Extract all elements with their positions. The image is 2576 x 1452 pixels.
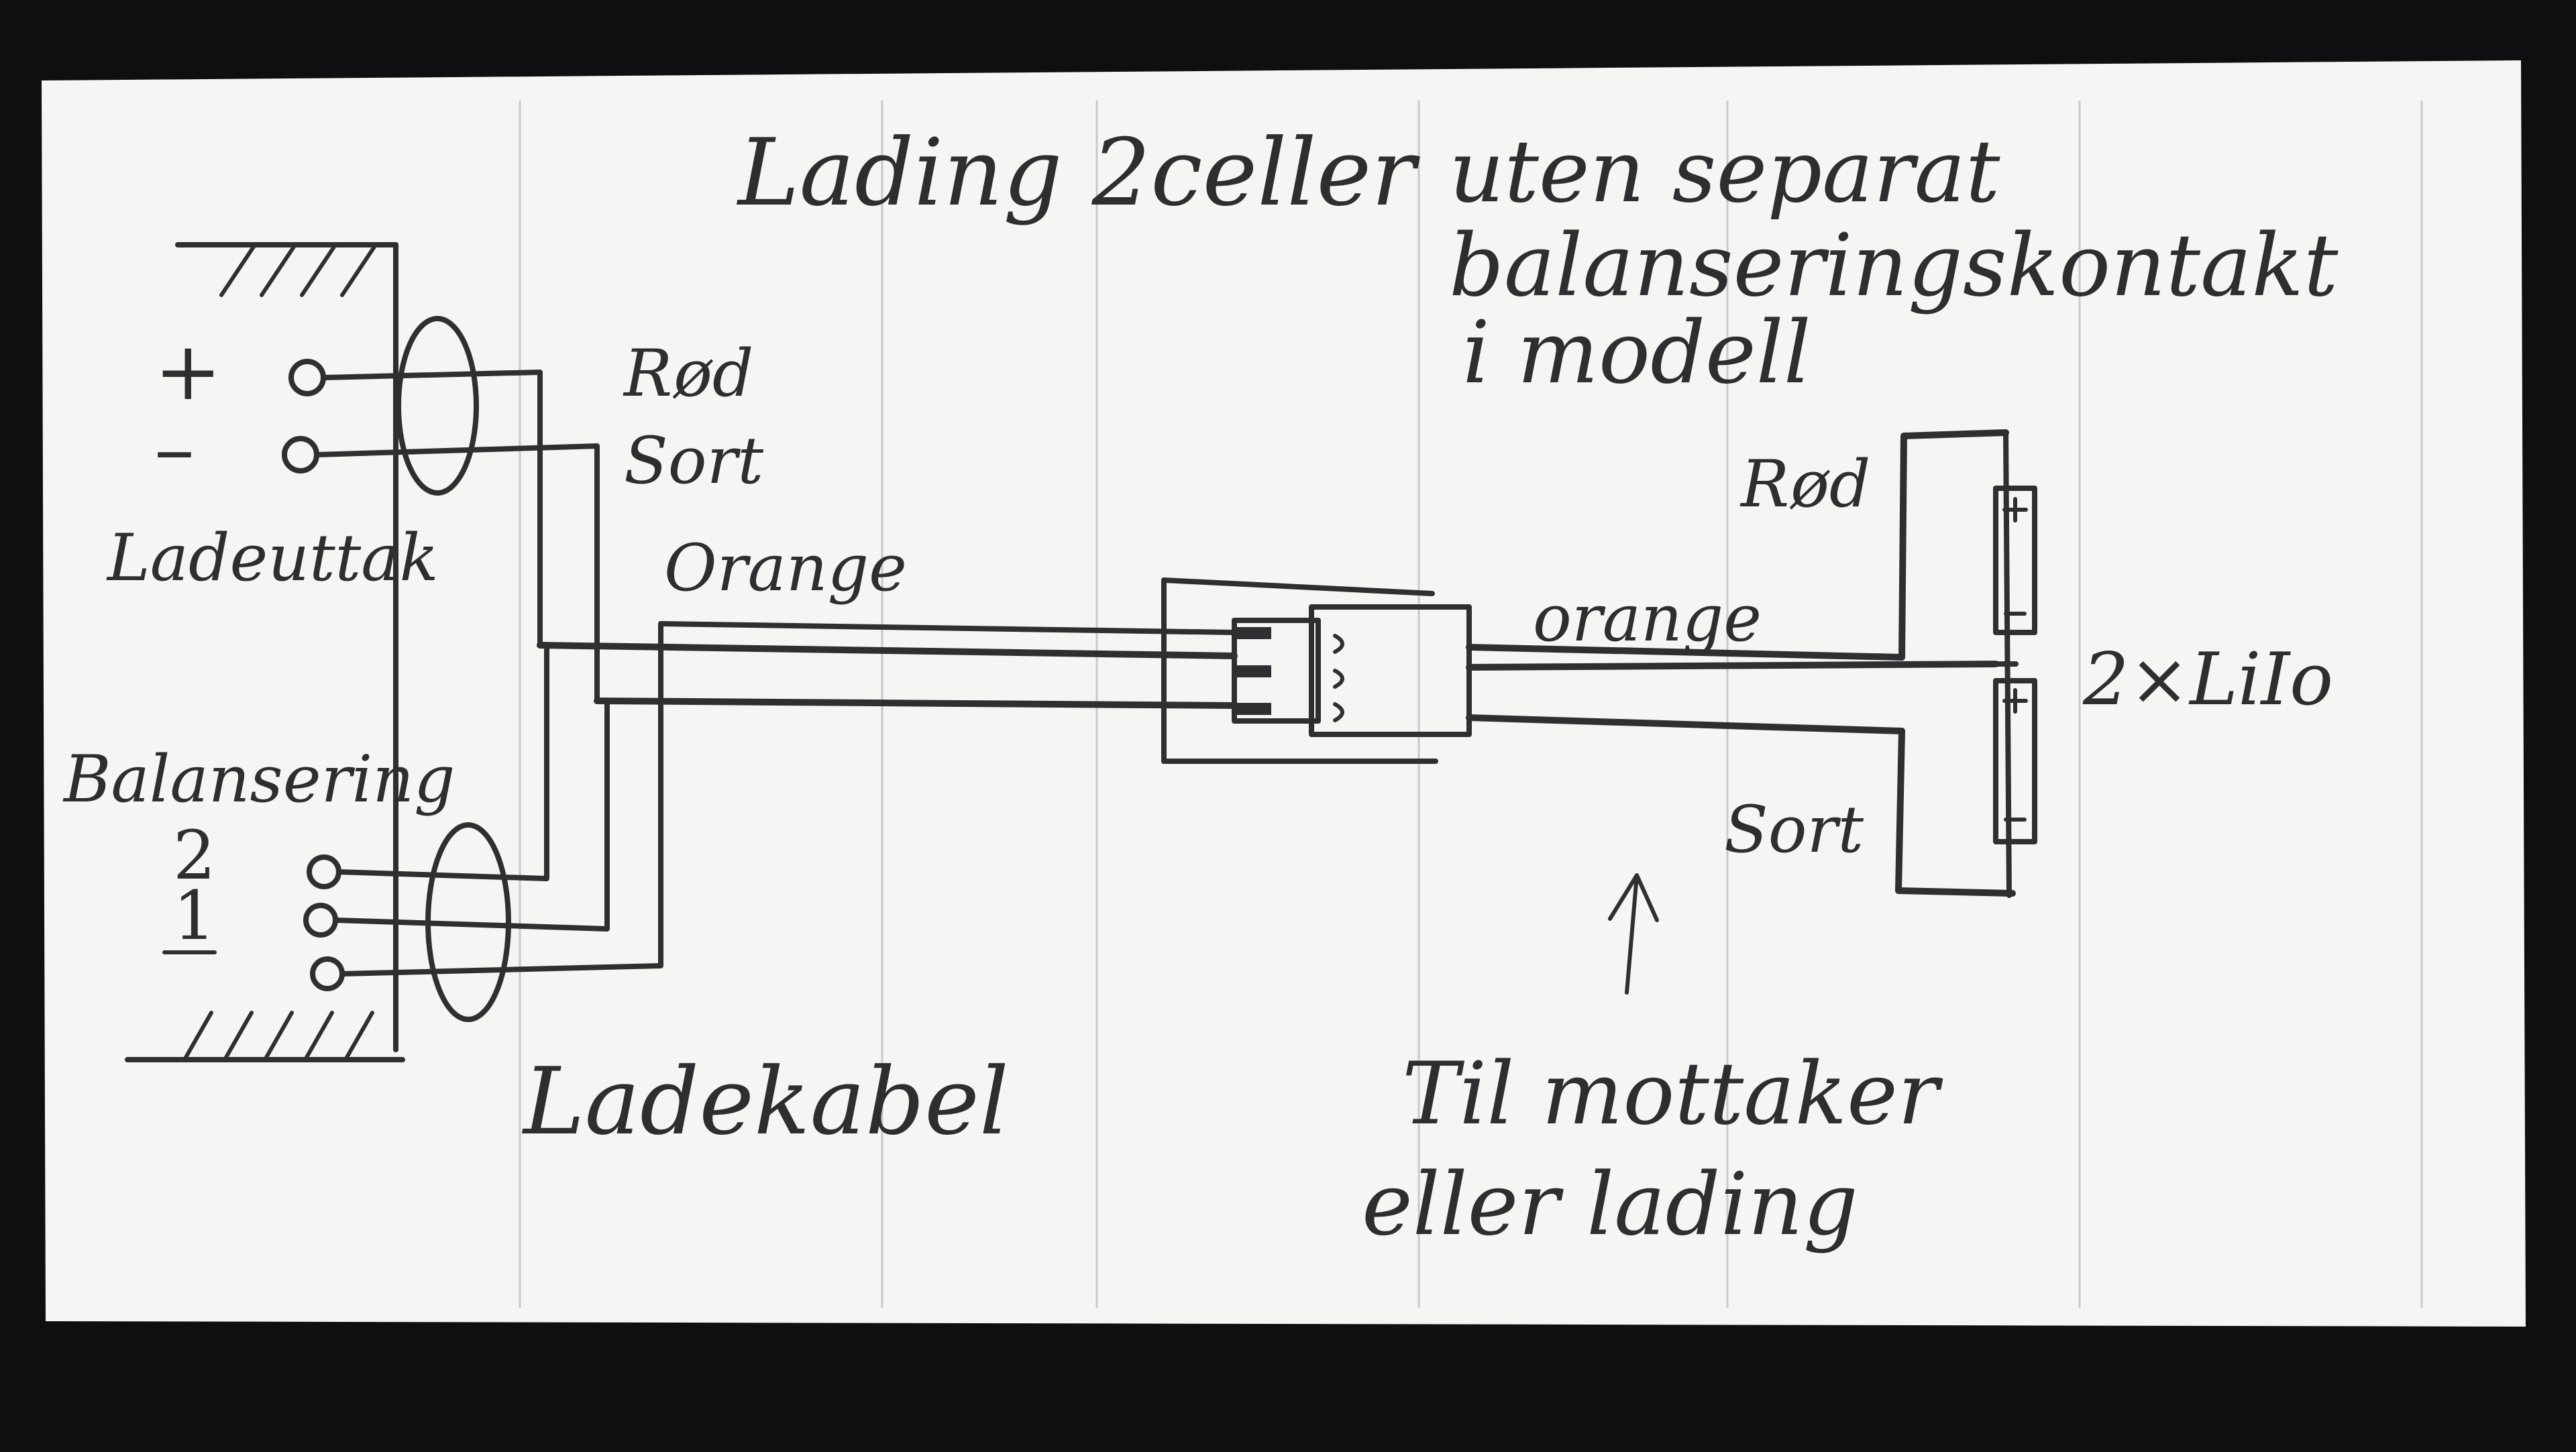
note-line-3: i modell [1462,303,1811,403]
plug-pin-2 [1234,665,1271,677]
plug-pin-3 [1234,703,1271,715]
plug-pin-1 [1234,627,1271,639]
cable-bundle [537,621,1238,709]
balance-number-2: 2 [173,816,216,895]
plug-connector [1161,577,1438,764]
main-plug-outline [396,316,479,496]
battery-cell-upper [1993,486,2037,635]
wire-label-black-left: Sort [624,423,763,498]
wire-label-red-right: Rød [1739,447,1870,522]
wire-label-black-right: Sort [1724,792,1864,867]
wire-label-orange-left: Orange [664,530,907,606]
minus-sign: – [154,402,195,496]
charger-leads [314,370,663,976]
plus-sign: + [154,325,222,418]
battery-label: 2×LiIo [2082,638,2333,722]
wire-label-red-left: Rød [623,336,753,411]
paper-sheet [42,60,2526,1327]
charger-port-label: Ladeuttak [106,520,439,596]
receiver-line-2: eller lading [1362,1155,1858,1255]
balance-number-1: 1 [173,877,216,955]
battery-cell-lower [1993,678,2037,844]
diagram-title: Lading 2celler [736,119,1420,227]
balance-label: Balansering [62,742,455,817]
receiver-arrow [1608,873,1659,995]
wire-label-orange-right: orange [1533,581,1762,656]
cable-label: Ladekabel [521,1048,1009,1156]
note-line-1: uten separat [1449,122,2000,222]
charger-boundary [125,242,405,1062]
battery-leads [1466,644,1999,734]
receiver-line-1: Til mottaker [1402,1044,1943,1144]
note-line-2: balanseringskontakt [1449,216,2339,316]
